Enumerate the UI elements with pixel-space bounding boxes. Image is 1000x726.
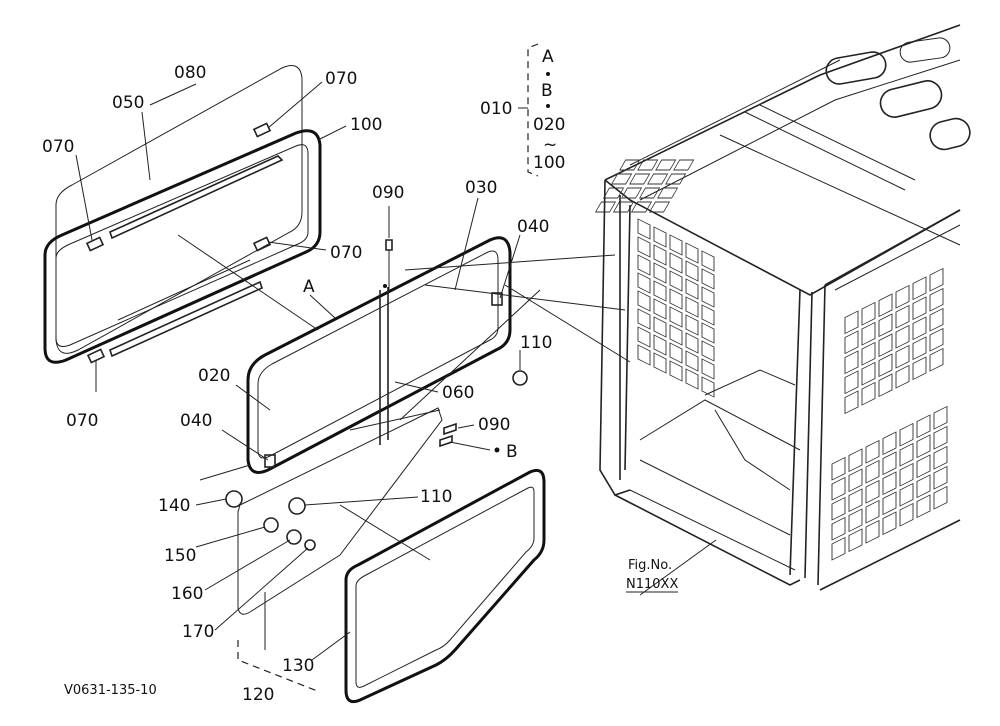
label-170: 170 xyxy=(182,622,214,642)
label-160: 160 xyxy=(171,584,203,604)
label-040-upper: 040 xyxy=(517,217,549,237)
label-040-lower: 040 xyxy=(180,411,212,431)
right-side-grille-lower xyxy=(831,405,948,561)
group-bracket-120 xyxy=(237,640,321,693)
label-120: 120 xyxy=(242,685,274,705)
label-100-range-end: 100 xyxy=(533,153,565,173)
label-100: 100 xyxy=(350,115,382,135)
label-070-bottom: 070 xyxy=(66,411,98,431)
cab-frame xyxy=(594,24,971,591)
label-150: 150 xyxy=(164,546,196,566)
right-side-grille-upper xyxy=(844,267,944,415)
drawing-id: V0631-135-10 xyxy=(64,683,157,698)
group-bracket-010 xyxy=(527,43,539,177)
label-020-range-start: 020 xyxy=(533,115,565,135)
label-050: 050 xyxy=(112,93,144,113)
label-130: 130 xyxy=(282,656,314,676)
label-030: 030 xyxy=(465,178,497,198)
left-side-grille xyxy=(637,218,715,398)
dot-a xyxy=(546,72,550,76)
label-070-right: 070 xyxy=(330,243,362,263)
label-group-b: B xyxy=(541,81,553,101)
label-140: 140 xyxy=(158,496,190,516)
lower-panel-assembly xyxy=(225,370,546,704)
label-060: 060 xyxy=(442,383,474,403)
dot-callout-a xyxy=(383,284,387,288)
upper-window-assembly xyxy=(43,65,322,364)
label-090-lower: 090 xyxy=(478,415,510,435)
label-010: 010 xyxy=(480,99,512,119)
label-090-upper: 090 xyxy=(372,183,404,203)
part-labels: A B 010 020 ~ 100 080 050 070 100 070 07… xyxy=(42,47,678,705)
figure-number-caption: Fig.No. xyxy=(628,558,672,573)
label-080: 080 xyxy=(174,63,206,83)
label-callout-b: B xyxy=(506,442,518,462)
label-range-tilde: ~ xyxy=(543,135,557,155)
label-group-a: A xyxy=(542,47,554,67)
label-110-upper: 110 xyxy=(520,333,552,353)
label-callout-a: A xyxy=(303,277,315,297)
sliding-window-assembly xyxy=(246,236,512,474)
dot-b xyxy=(546,104,550,108)
label-110-lower: 110 xyxy=(420,487,452,507)
dot-callout-b xyxy=(494,447,500,453)
roof-vent-grille xyxy=(594,159,695,213)
label-020: 020 xyxy=(198,366,230,386)
label-070-top: 070 xyxy=(325,69,357,89)
leader-lines xyxy=(75,81,717,661)
label-070-left: 070 xyxy=(42,137,74,157)
figure-code: N110XX xyxy=(626,577,678,592)
